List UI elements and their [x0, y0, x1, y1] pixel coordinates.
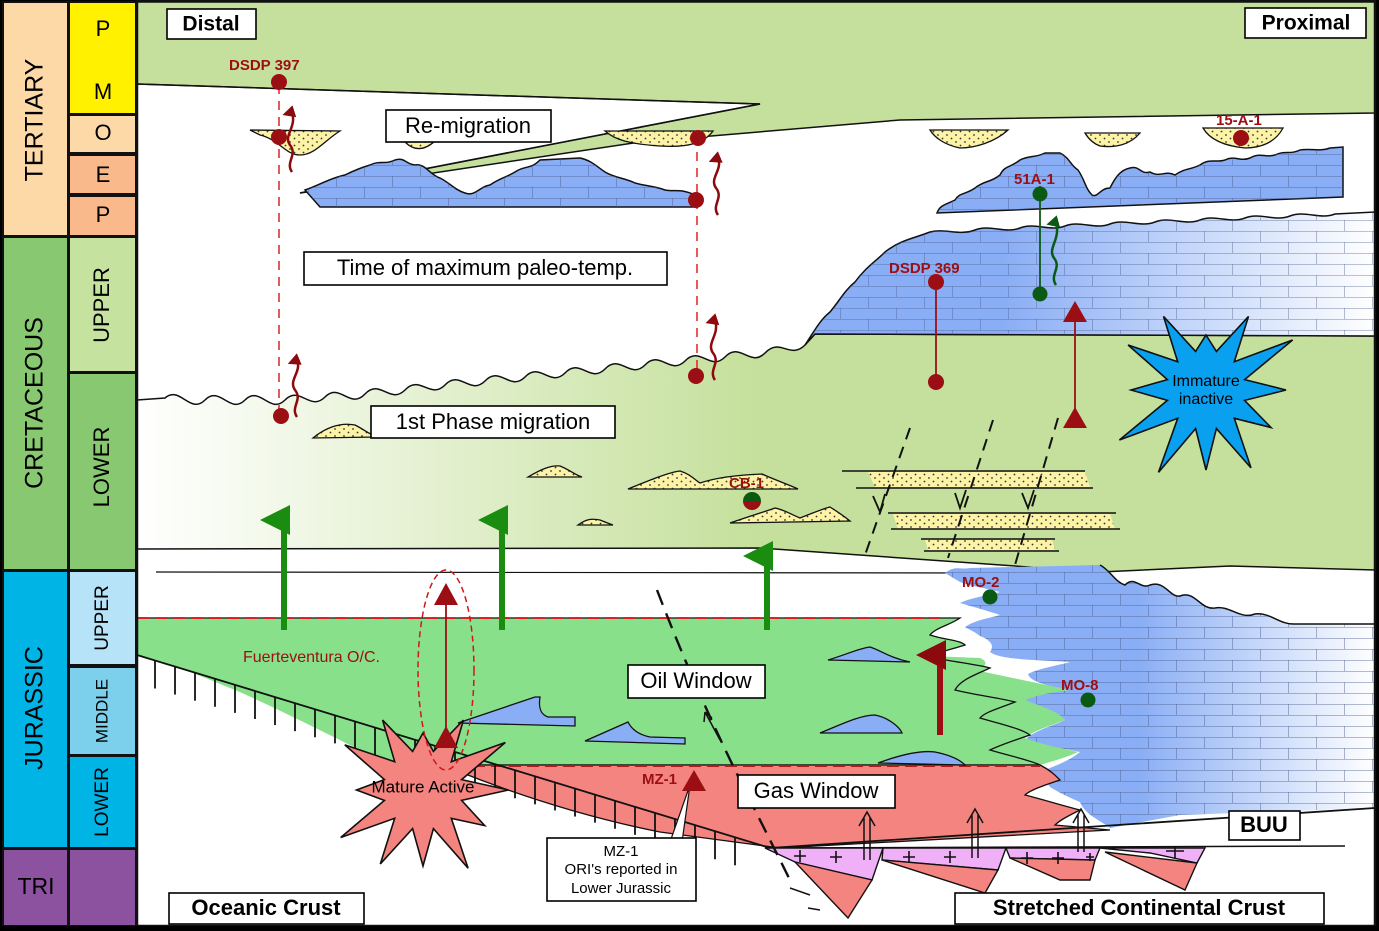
- major-normal-fault: [655, 589, 792, 881]
- unit-label-lower-j: LOWER: [92, 767, 113, 837]
- unit-label-middle-j: MIDDLE: [92, 679, 111, 743]
- proximal-box: [1244, 7, 1367, 39]
- stretched-crust-label: Stretched Continental Crust: [993, 895, 1286, 920]
- 51a1-marker-bottom: [1032, 286, 1048, 302]
- era-label-triassic: TRI: [17, 873, 54, 899]
- well-label-dsdp397: DSDP 397: [229, 57, 300, 74]
- era-jurassic: [2, 570, 69, 849]
- proximal-label: Proximal: [1262, 12, 1351, 35]
- growth-faults: [864, 417, 1059, 566]
- well-label-mo2: MO-2: [962, 574, 1000, 591]
- right-well-marker-1: [690, 130, 706, 146]
- fuerteventura-ellipse: [417, 569, 475, 771]
- unit-middle-jurassic: [68, 666, 137, 756]
- rift-blocks: [764, 847, 1207, 920]
- dsdp397-marker-mid: [271, 129, 287, 145]
- immature-inactive-star: [1118, 315, 1294, 473]
- fuerteventura-label: Fuerteventura O/C.: [243, 649, 380, 666]
- oil-window-label: Oil Window: [640, 668, 751, 693]
- unit-label-p2: P: [96, 202, 111, 227]
- fuerteventura-triangle-bottom: [434, 726, 458, 748]
- re-migration-label: Re-migration: [405, 113, 531, 138]
- well-label-dsdp369: DSDP 369: [889, 260, 960, 277]
- cb1-marker: [743, 492, 761, 510]
- max-paleo-temp-box: [303, 251, 668, 286]
- primary-migration-arrows: [260, 505, 773, 630]
- 51a1-marker-top: [1032, 186, 1048, 202]
- mz1-note-line2: ORI's reported in: [565, 861, 678, 878]
- mature-active-star: [340, 719, 509, 869]
- immature-label-line1: Immature: [1172, 373, 1240, 390]
- mature-active-label: Mature Active: [372, 777, 475, 796]
- distal-box: [166, 8, 257, 40]
- buu-label: BUU: [1240, 812, 1288, 837]
- top-jurassic-line: [155, 571, 1001, 574]
- unit-triassic: [68, 848, 137, 927]
- mz1-note-line3: Lower Jurassic: [571, 880, 672, 897]
- era-label-tertiary: TERTIARY: [21, 58, 49, 181]
- unit-label-lower-k: LOWER: [89, 427, 114, 508]
- unit-label-o: O: [94, 120, 111, 145]
- fault-tick-marks: [872, 489, 1035, 515]
- immature-triangle-bottom: [1063, 407, 1087, 428]
- jurassic-carbonate-mounds: [457, 646, 967, 766]
- well-label-mo8: MO-8: [1061, 677, 1099, 694]
- well-label-51a1: 51A-1: [1014, 171, 1055, 188]
- era-tertiary: [2, 1, 69, 237]
- mz1-note-line1: MZ-1: [604, 843, 639, 860]
- right-well-marker-3: [688, 368, 704, 384]
- mo8-marker: [1080, 692, 1096, 708]
- well-label-15a1: 15-A-1: [1216, 112, 1262, 129]
- gas-window-box: [737, 774, 896, 809]
- era-cretaceous: [2, 236, 69, 571]
- stretched-crust-box: [954, 892, 1325, 925]
- first-phase-label: 1st Phase migration: [396, 409, 590, 434]
- well-markers: [271, 74, 1249, 708]
- fuerteventura-triangle-top: [434, 583, 458, 605]
- cretaceous-sand-lenses: [311, 423, 1120, 552]
- 15a1-marker: [1233, 130, 1249, 146]
- unit-label-m: M: [94, 79, 112, 104]
- oceanic-crust-box: [168, 892, 365, 925]
- gas-window-label: Gas Window: [754, 778, 879, 803]
- first-phase-box: [370, 405, 616, 439]
- unit-label-p: P: [96, 16, 111, 41]
- immature-label-line2: inactive: [1179, 391, 1233, 408]
- dsdp369-marker-top: [928, 274, 944, 290]
- immature-triangle-top: [1063, 301, 1087, 322]
- remigration-arrows: [282, 105, 723, 418]
- unit-lower-cretaceous: [68, 372, 137, 571]
- gas-migration-arrows: [858, 807, 1090, 860]
- right-well-marker-2: [688, 192, 704, 208]
- era-label-cretaceous: CRETACEOUS: [21, 317, 49, 489]
- mz1-triangle: [682, 770, 706, 791]
- oceanic-crust-label: Oceanic Crust: [191, 895, 341, 920]
- max-paleo-temp-label: Time of maximum paleo-temp.: [337, 255, 633, 280]
- dsdp397-marker-top: [271, 74, 287, 90]
- stratigraphic-column: TERTIARY CRETACEOUS JURASSIC TRI P M O E…: [2, 1, 137, 927]
- distal-label: Distal: [182, 13, 239, 36]
- buu-box: [1228, 810, 1301, 841]
- unit-label-e: E: [96, 162, 111, 187]
- re-migration-box: [385, 109, 552, 143]
- era-label-jurassic: JURASSIC: [21, 646, 49, 770]
- well-label-cb1: CB-1: [729, 475, 764, 492]
- unit-paleocene: [68, 195, 137, 237]
- unit-eocene: [68, 154, 137, 195]
- oil-window-box: [627, 664, 766, 699]
- dsdp369-marker-bottom: [928, 374, 944, 390]
- well-label-mz1: MZ-1: [642, 771, 677, 788]
- unit-label-upper-k: UPPER: [89, 267, 114, 343]
- dsdp397-marker-bottom: [273, 408, 289, 424]
- remigration-arrow-green: [1046, 215, 1061, 286]
- unit-oligocene: [68, 114, 137, 154]
- mo2-marker: [982, 589, 998, 605]
- mz1-note-box: [546, 837, 697, 902]
- unit-label-upper-j: UPPER: [92, 585, 113, 650]
